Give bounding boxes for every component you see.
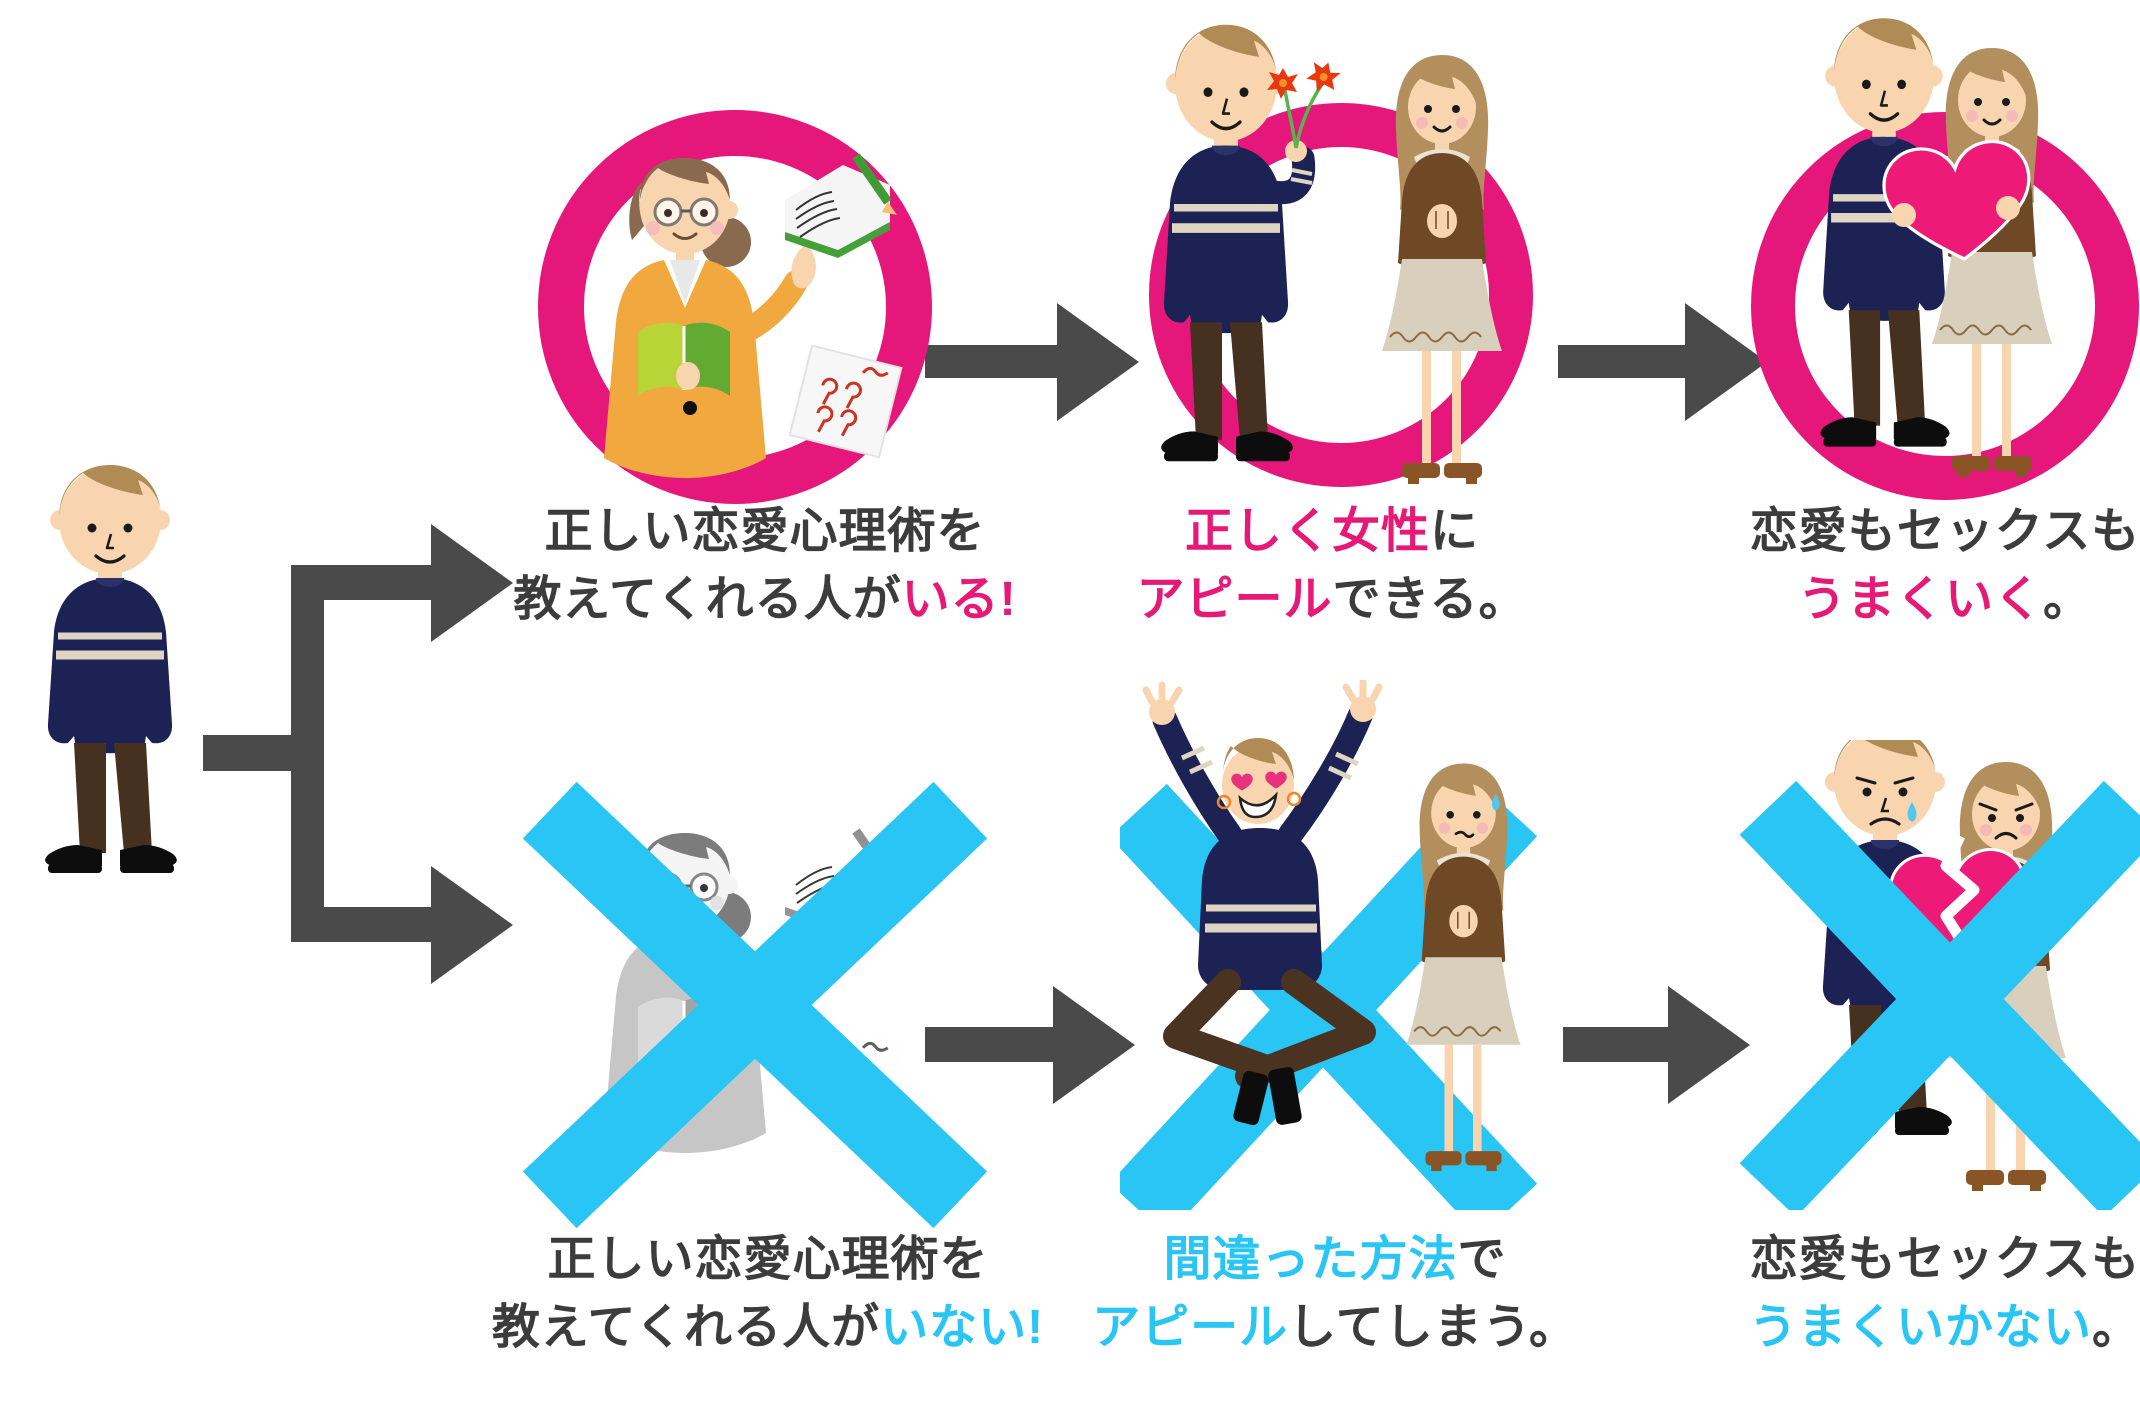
jumping-man-figure: [1142, 680, 1383, 1126]
caption-text: に: [1430, 505, 1480, 558]
caption-text: 正しい恋愛心理術を: [547, 1233, 989, 1286]
branch-top-arrowhead-icon: [431, 524, 513, 642]
illustration-start-man: [10, 440, 230, 880]
caption-line: 正しい恋愛心理術を: [468, 1226, 1068, 1294]
caption-line: 正しい恋愛心理術を: [465, 498, 1065, 566]
caption-text: してしまう。: [1288, 1301, 1578, 1354]
caption-top-middle: 正しく女性に アピールできる。: [1032, 498, 1632, 634]
caption-text: 。: [2092, 1301, 2140, 1354]
caption-text: 恋愛もセックスも: [1749, 505, 2140, 558]
caption-text: で: [1457, 1233, 1507, 1286]
branch-bottom-arrowhead-icon: [431, 866, 513, 984]
caption-bottom-right: 恋愛もセックスも うまくいかない。: [1645, 1226, 2140, 1362]
flower-icon: [1306, 62, 1341, 92]
caption-accent-text: 間違った方法: [1163, 1233, 1458, 1286]
branch-top-arm: [291, 565, 431, 600]
right-arrow-icon: [1057, 303, 1139, 421]
arrow-shaft: [1558, 345, 1685, 378]
caption-line: 間違った方法で: [1035, 1226, 1635, 1294]
illustration-sad-couple: [1740, 740, 2140, 1210]
caption-line: うまくいく。: [1645, 566, 2140, 634]
branch-bottom-arm: [291, 907, 431, 942]
caption-line: 恋愛もセックスも: [1645, 1226, 2140, 1294]
flower-icon: [1267, 68, 1298, 99]
right-arrow-icon: [1668, 986, 1750, 1104]
caption-text: 。: [2043, 573, 2093, 626]
caption-line: アピールしてしまう。: [1035, 1294, 1635, 1362]
woman-figure: [1931, 47, 2053, 478]
raised-arm-with-flowers: [1253, 62, 1341, 205]
pink-circle-mark-icon: [538, 110, 932, 504]
caption-text: 教えてくれる人が: [491, 1301, 881, 1354]
caption-line: 恋愛もセックスも: [1645, 498, 2140, 566]
caption-text: 恋愛もセックスも: [1749, 1233, 2140, 1286]
caption-accent-text: アピール: [1092, 1301, 1289, 1354]
arrow-shaft: [925, 1027, 1053, 1062]
pink-circle-mark-icon: [1751, 112, 2139, 500]
cyan-cross-mark-icon: [1740, 780, 2140, 1210]
arrow-shaft: [925, 345, 1057, 378]
flower-stems: [1283, 85, 1323, 149]
man-figure: [45, 465, 177, 873]
caption-accent-text: いる!: [901, 573, 1017, 626]
teacher-figure: [604, 158, 816, 478]
illustration-teacher-circle: [538, 110, 932, 504]
caption-line: 教えてくれる人がいる!: [465, 566, 1065, 634]
caption-accent-text: 正しく女性: [1184, 505, 1430, 558]
caption-accent-text: いない!: [880, 1301, 1045, 1354]
caption-line: うまくいかない。: [1645, 1294, 2140, 1362]
caption-accent-text: うまくいかない: [1748, 1301, 2092, 1354]
caption-bottom-left: 正しい恋愛心理術を 教えてくれる人がいない!: [468, 1226, 1068, 1362]
caption-top-right: 恋愛もセックスも うまくいく。: [1645, 498, 2140, 634]
caption-text: できる。: [1332, 573, 1528, 626]
caption-top-left: 正しい恋愛心理術を 教えてくれる人がいる!: [465, 498, 1065, 634]
illustration-flowers-circle: [1149, 20, 1533, 487]
big-heart-icon: [1878, 136, 2039, 269]
caption-line: 正しく女性に: [1032, 498, 1632, 566]
caption-line: 教えてくれる人がいない!: [468, 1294, 1068, 1362]
right-arrow-icon: [1053, 986, 1135, 1104]
caption-accent-text: アピール: [1136, 573, 1333, 626]
illustration-wrong-appeal: [1120, 680, 1538, 1210]
caption-line: アピールできる。: [1032, 566, 1632, 634]
caption-bottom-middle: 間違った方法で アピールしてしまう。: [1035, 1226, 1635, 1362]
arrow-shaft: [1563, 1027, 1668, 1062]
caption-text: 教えてくれる人が: [513, 573, 902, 626]
caption-text: 正しい恋愛心理術を: [544, 505, 986, 558]
caption-accent-text: うまくいく: [1797, 573, 2043, 626]
illustration-couple-heart-circle: [1751, 10, 2139, 500]
branch-vertical-line: [291, 565, 324, 942]
